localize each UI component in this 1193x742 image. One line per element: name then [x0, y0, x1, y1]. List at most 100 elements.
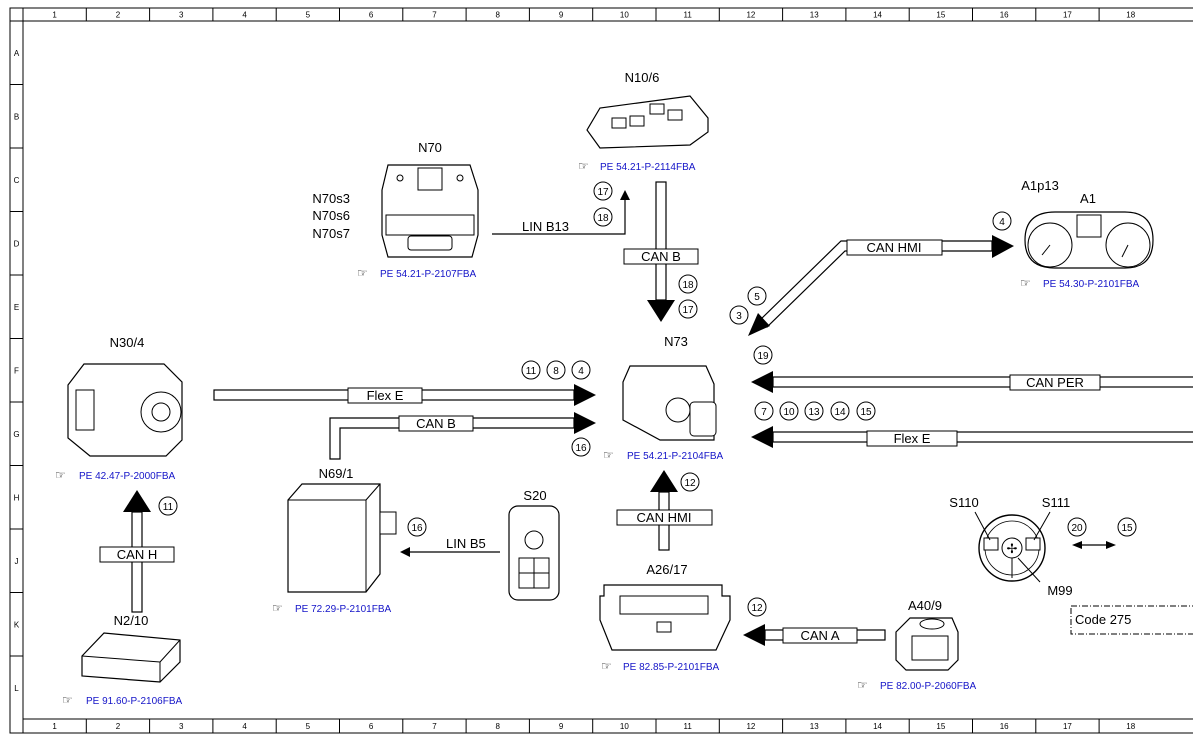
n73-ref: PE 54.21-P-2104FBA	[627, 451, 723, 462]
n70-light-right	[456, 174, 464, 182]
circle-15a: 15	[856, 401, 876, 421]
grid-row-label: G	[13, 430, 19, 439]
grid-column-label: 1	[52, 11, 57, 20]
grid-row-label: F	[14, 366, 19, 375]
wheel-arrowhead-left	[1072, 541, 1082, 549]
svg-text:18: 18	[682, 280, 694, 291]
n70-name: N70	[418, 140, 442, 155]
circle-7: 7	[754, 401, 774, 421]
n70-display	[385, 214, 475, 236]
grid-row-label: B	[14, 112, 19, 121]
n2-10-hand-icon: ☞	[62, 693, 73, 707]
n10-6-connector-1	[611, 117, 627, 129]
circle-20: 20	[1067, 517, 1087, 537]
n70-switch-s3: N70s3	[312, 191, 350, 206]
can-per-bus	[772, 376, 1193, 388]
n10-6-ref: PE 54.21-P-2114FBA	[600, 162, 696, 173]
svg-text:3: 3	[736, 311, 742, 322]
n69-1-component	[287, 483, 397, 593]
n30-4-port-panel	[75, 389, 95, 431]
n2-10-name: N2/10	[114, 613, 149, 628]
can-hmi-top-arrowhead-right	[992, 235, 1014, 258]
n30-4-hand-icon: ☞	[55, 468, 66, 482]
can-hmi-low-label-box	[616, 509, 713, 526]
n69-1-connector	[379, 511, 397, 535]
flex-e-left-label-box	[347, 387, 423, 404]
n70-button-cluster	[407, 235, 453, 251]
n69-1-hand-icon: ☞	[272, 601, 283, 615]
grid-row-label: L	[14, 684, 19, 693]
n30-4-motor-inner	[151, 402, 171, 422]
svg-text:10: 10	[783, 407, 795, 418]
a26-17-shape	[599, 584, 731, 651]
circle-19: 19	[753, 345, 773, 365]
can-b-left-label-box	[398, 415, 474, 432]
grid-column-label: 11	[683, 722, 692, 731]
circle-4b: 4	[571, 360, 591, 380]
circle-12a: 12	[680, 472, 700, 492]
circle-8: 8	[546, 360, 566, 380]
grid-column-label: 5	[306, 11, 311, 20]
n70-switch-s7: N70s7	[312, 226, 350, 241]
n30-4-ref: PE 42.47-P-2000FBA	[79, 471, 175, 482]
circle-17a: 17	[593, 181, 613, 201]
m99-leader	[1017, 557, 1041, 583]
grid-row-label: C	[14, 176, 20, 185]
n10-6-connector-2	[629, 115, 645, 127]
grid-column-label: 15	[936, 722, 945, 731]
grid-column-label: 7	[432, 722, 437, 731]
n70-ref: PE 54.21-P-2107FBA	[380, 269, 476, 280]
svg-text:18: 18	[597, 213, 609, 224]
grid-column-label: 13	[810, 722, 819, 731]
grid-column-label: 12	[746, 11, 755, 20]
svg-text:4: 4	[999, 217, 1005, 228]
s111-leader	[1033, 511, 1051, 541]
a1-needle-right	[1121, 244, 1129, 258]
grid-column-label: 16	[1000, 11, 1009, 20]
circle-15b: 15	[1117, 517, 1137, 537]
flex-e-right-arrowhead	[751, 426, 773, 448]
grid-column-label: 11	[683, 11, 692, 20]
a1-hand-icon: ☞	[1020, 276, 1031, 290]
flex-e-left-label: Flex E	[367, 388, 404, 403]
n73-name: N73	[664, 334, 688, 349]
a26-17-slot	[619, 595, 709, 615]
code-275-box	[1070, 605, 1193, 635]
a1-name: A1	[1080, 191, 1096, 206]
can-b-vertical-arrowhead	[647, 300, 675, 322]
grid-row-label: J	[15, 557, 19, 566]
circle-10: 10	[779, 401, 799, 421]
grid-row-label: D	[14, 239, 20, 248]
n10-6-component	[586, 95, 709, 149]
n70-center-module	[417, 167, 443, 191]
code-275-label: Code 275	[1075, 612, 1131, 627]
grid-column-label: 8	[496, 11, 501, 20]
outer-frame	[9, 7, 1193, 734]
circle-13: 13	[804, 401, 824, 421]
circle-16b: 16	[407, 517, 427, 537]
grid-column-label: 6	[369, 11, 374, 20]
svg-text:12: 12	[751, 603, 763, 614]
n70-hand-icon: ☞	[357, 266, 368, 280]
n10-6-connector-4	[667, 109, 683, 121]
n10-6-hand-icon: ☞	[578, 159, 589, 173]
can-hmi-low-arrowhead	[650, 470, 678, 492]
n10-6-connector-3	[649, 103, 665, 115]
a26-17-component	[599, 584, 731, 651]
svg-text:16: 16	[575, 443, 587, 454]
can-b-vertical-bus	[655, 181, 667, 301]
can-per-label-box	[1009, 374, 1101, 391]
s20-name: S20	[523, 488, 546, 503]
a40-9-component	[895, 617, 959, 671]
n30-4-shape	[67, 363, 183, 457]
a1-needle-left	[1041, 244, 1051, 256]
grid-row-label: K	[14, 620, 20, 629]
grid-column-label: 12	[746, 722, 755, 731]
s111-label: S111	[1042, 495, 1070, 510]
grid-column-label: 9	[559, 11, 564, 20]
flex-e-right-bus	[772, 431, 1193, 443]
grid-column-label: 6	[369, 722, 374, 731]
circle-11a: 11	[521, 360, 541, 380]
